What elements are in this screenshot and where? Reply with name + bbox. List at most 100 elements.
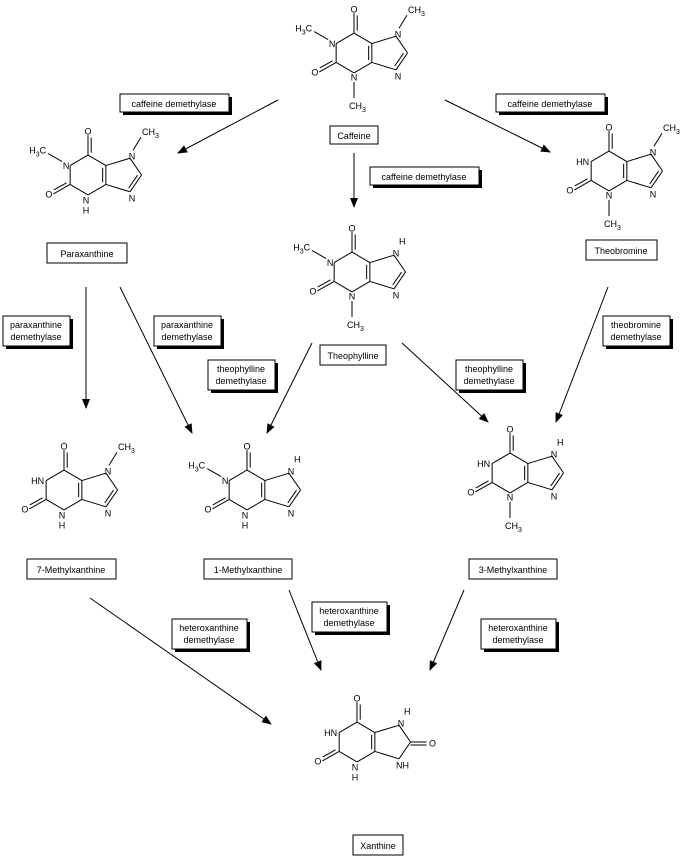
- svg-text:H: H: [294, 455, 301, 465]
- svg-text:3-Methylxanthine: 3-Methylxanthine: [479, 565, 548, 575]
- svg-text:H: H: [59, 520, 66, 530]
- enzyme-text: demethylase: [161, 332, 212, 342]
- svg-text:N: N: [105, 467, 112, 477]
- compound-label-theobromine: Theobromine: [585, 239, 658, 261]
- svg-text:N: N: [398, 719, 405, 729]
- enzyme-text: theophylline: [217, 364, 265, 374]
- svg-text:H3C: H3C: [188, 461, 205, 474]
- enzyme-text: theophylline: [465, 364, 513, 374]
- svg-text:HN: HN: [477, 459, 490, 469]
- reaction-arrows: [82, 99, 609, 725]
- enzyme-text: heteroxanthine: [488, 623, 548, 633]
- enzyme-label-caffeine-center: caffeine demethylase: [369, 166, 482, 188]
- svg-text:Theophylline: Theophylline: [327, 351, 378, 361]
- svg-text:N: N: [393, 290, 400, 300]
- svg-text:H3C: H3C: [293, 243, 310, 256]
- svg-text:O: O: [348, 224, 355, 234]
- svg-text:N: N: [349, 291, 356, 301]
- arrow-7-methylxanthine-to-xanthine: [89, 597, 272, 725]
- enzyme-text: paraxanthine: [10, 320, 62, 330]
- svg-text:O: O: [350, 5, 357, 15]
- svg-text:Paraxanthine: Paraxanthine: [60, 249, 113, 259]
- svg-text:N: N: [507, 492, 514, 502]
- svg-text:O: O: [243, 442, 250, 452]
- svg-text:H: H: [352, 772, 359, 782]
- svg-text:H: H: [399, 237, 406, 247]
- enzyme-label-heteroxanthine-center: heteroxanthine demethylase: [311, 601, 390, 635]
- arrow-caffeine-to-theobromine: [444, 99, 551, 153]
- enzyme-text: caffeine demethylase: [132, 99, 217, 109]
- svg-text:H3C: H3C: [29, 146, 46, 159]
- svg-text:H: H: [404, 707, 411, 717]
- enzyme-label-paraxanthine-left: paraxanthine demethylase: [2, 315, 73, 349]
- enzyme-label-theobromine: theobromine demethylase: [602, 315, 673, 349]
- enzyme-text: heteroxanthine: [179, 623, 239, 633]
- svg-text:HN: HN: [31, 476, 44, 486]
- svg-text:O: O: [429, 739, 436, 749]
- enzyme-label-theophylline-left: theophylline demethylase: [207, 359, 278, 393]
- svg-text:CH3: CH3: [118, 442, 135, 455]
- svg-text:N: N: [551, 450, 558, 460]
- svg-text:N: N: [352, 762, 359, 772]
- enzyme-text: demethylase: [215, 376, 266, 386]
- svg-text:O: O: [506, 425, 513, 435]
- enzyme-text: demethylase: [610, 332, 661, 342]
- compound-label-xanthine: Xanthine: [352, 834, 404, 856]
- enzyme-text: paraxanthine: [161, 320, 213, 330]
- enzyme-text: demethylase: [492, 635, 543, 645]
- svg-text:N: N: [242, 510, 249, 520]
- arrow-theophylline-to-1-methylxanthine: [266, 342, 313, 434]
- svg-text:O: O: [311, 67, 318, 77]
- svg-text:O: O: [566, 185, 573, 195]
- enzyme-label-heteroxanthine-right: heteroxanthine demethylase: [480, 618, 559, 652]
- svg-text:N: N: [395, 30, 402, 40]
- svg-text:N: N: [129, 152, 136, 162]
- svg-text:O: O: [309, 286, 316, 296]
- svg-text:N: N: [105, 508, 112, 518]
- svg-text:O: O: [467, 487, 474, 497]
- svg-text:H3C: H3C: [295, 24, 312, 37]
- svg-text:N: N: [63, 161, 70, 171]
- enzyme-label-theophylline-right: theophylline demethylase: [455, 359, 526, 393]
- svg-text:N: N: [288, 508, 295, 518]
- svg-text:CH3: CH3: [142, 127, 159, 140]
- arrow-1-methylxanthine-to-xanthine: [288, 589, 322, 671]
- enzyme-text: heteroxanthine: [319, 606, 379, 616]
- enzyme-label-caffeine-right: caffeine demethylase: [495, 93, 608, 115]
- compound-label-paraxanthine: Paraxanthine: [46, 242, 128, 264]
- svg-text:N: N: [650, 148, 657, 158]
- chemical-structures: OONH3CNCH3NCH3NOONH3CNHNCH3NOOHNNCH3NCH3…: [21, 5, 680, 783]
- svg-text:H: H: [557, 438, 564, 448]
- svg-text:O: O: [45, 189, 52, 199]
- svg-text:N: N: [393, 249, 400, 259]
- svg-text:N: N: [327, 258, 334, 268]
- arrow-3-methylxanthine-to-xanthine: [429, 589, 465, 671]
- svg-text:O: O: [204, 504, 211, 514]
- svg-text:O: O: [605, 123, 612, 133]
- svg-text:N: N: [83, 195, 90, 205]
- svg-text:CH3: CH3: [505, 521, 522, 534]
- svg-text:N: N: [222, 476, 229, 486]
- compound-label-theophylline: Theophylline: [319, 344, 387, 366]
- svg-text:1-Methylxanthine: 1-Methylxanthine: [214, 565, 283, 575]
- svg-text:N: N: [395, 71, 402, 81]
- svg-text:7-Methylxanthine: 7-Methylxanthine: [37, 565, 106, 575]
- enzyme-label-caffeine-left: caffeine demethylase: [119, 93, 232, 115]
- svg-text:Theobromine: Theobromine: [594, 246, 647, 256]
- svg-text:CH3: CH3: [347, 320, 364, 333]
- svg-text:HN: HN: [324, 728, 337, 738]
- arrow-theophylline-to-3-methylxanthine: [401, 342, 489, 423]
- svg-text:N: N: [351, 72, 358, 82]
- enzyme-text: caffeine demethylase: [382, 172, 467, 182]
- svg-text:NH: NH: [396, 760, 409, 770]
- svg-text:Xanthine: Xanthine: [360, 841, 396, 851]
- svg-text:CH3: CH3: [604, 219, 621, 232]
- enzyme-text: theobromine: [611, 320, 661, 330]
